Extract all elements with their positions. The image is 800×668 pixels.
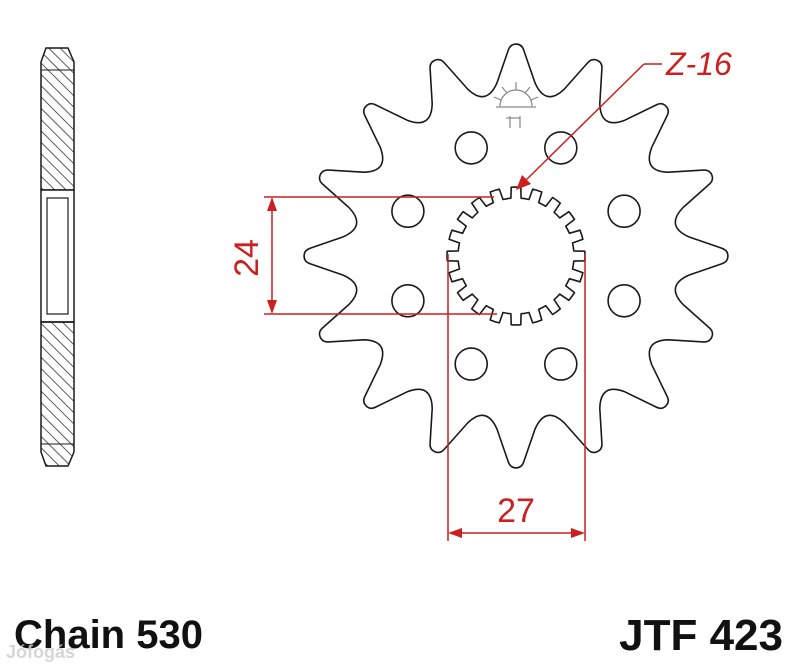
bolt-hole <box>607 283 641 318</box>
tooth-count-arrowhead <box>516 175 531 190</box>
dim27-arrow-left <box>448 528 462 538</box>
tooth-count-leader <box>523 63 645 183</box>
bolt-hole <box>391 283 425 318</box>
bolt-hole <box>454 347 489 381</box>
dimension-annotations <box>264 63 662 541</box>
bolt-holes <box>391 131 641 381</box>
side-profile-hub-inner <box>46 197 69 315</box>
side-profile-hub <box>40 189 75 323</box>
side-profile-upper-hatched <box>40 47 75 191</box>
bolt-hole <box>607 194 641 228</box>
bolt-hole <box>454 131 489 165</box>
bolt-hole <box>543 131 578 165</box>
sun-logo-icon <box>493 82 539 128</box>
dim24-arrow-bottom <box>267 300 277 314</box>
part-number: JTF 423 <box>619 611 783 660</box>
spline-bore-outline <box>446 186 586 326</box>
bolt-hole <box>543 347 578 381</box>
side-profile-view <box>40 47 75 467</box>
dim24-arrow-top <box>267 197 277 211</box>
sprocket-outline <box>303 43 729 469</box>
sprocket-front-view <box>303 43 729 469</box>
chain-label: Chain 530 <box>14 613 203 657</box>
bolt-hole <box>391 194 425 228</box>
side-profile-lower-hatched <box>40 321 75 467</box>
dimension-vertical-label: 24 <box>228 239 266 277</box>
dimension-horizontal-label: 27 <box>497 492 535 530</box>
tooth-count-label: Z-16 <box>665 46 732 82</box>
dim27-arrow-right <box>571 528 585 538</box>
watermark: Jófogás <box>6 642 75 662</box>
